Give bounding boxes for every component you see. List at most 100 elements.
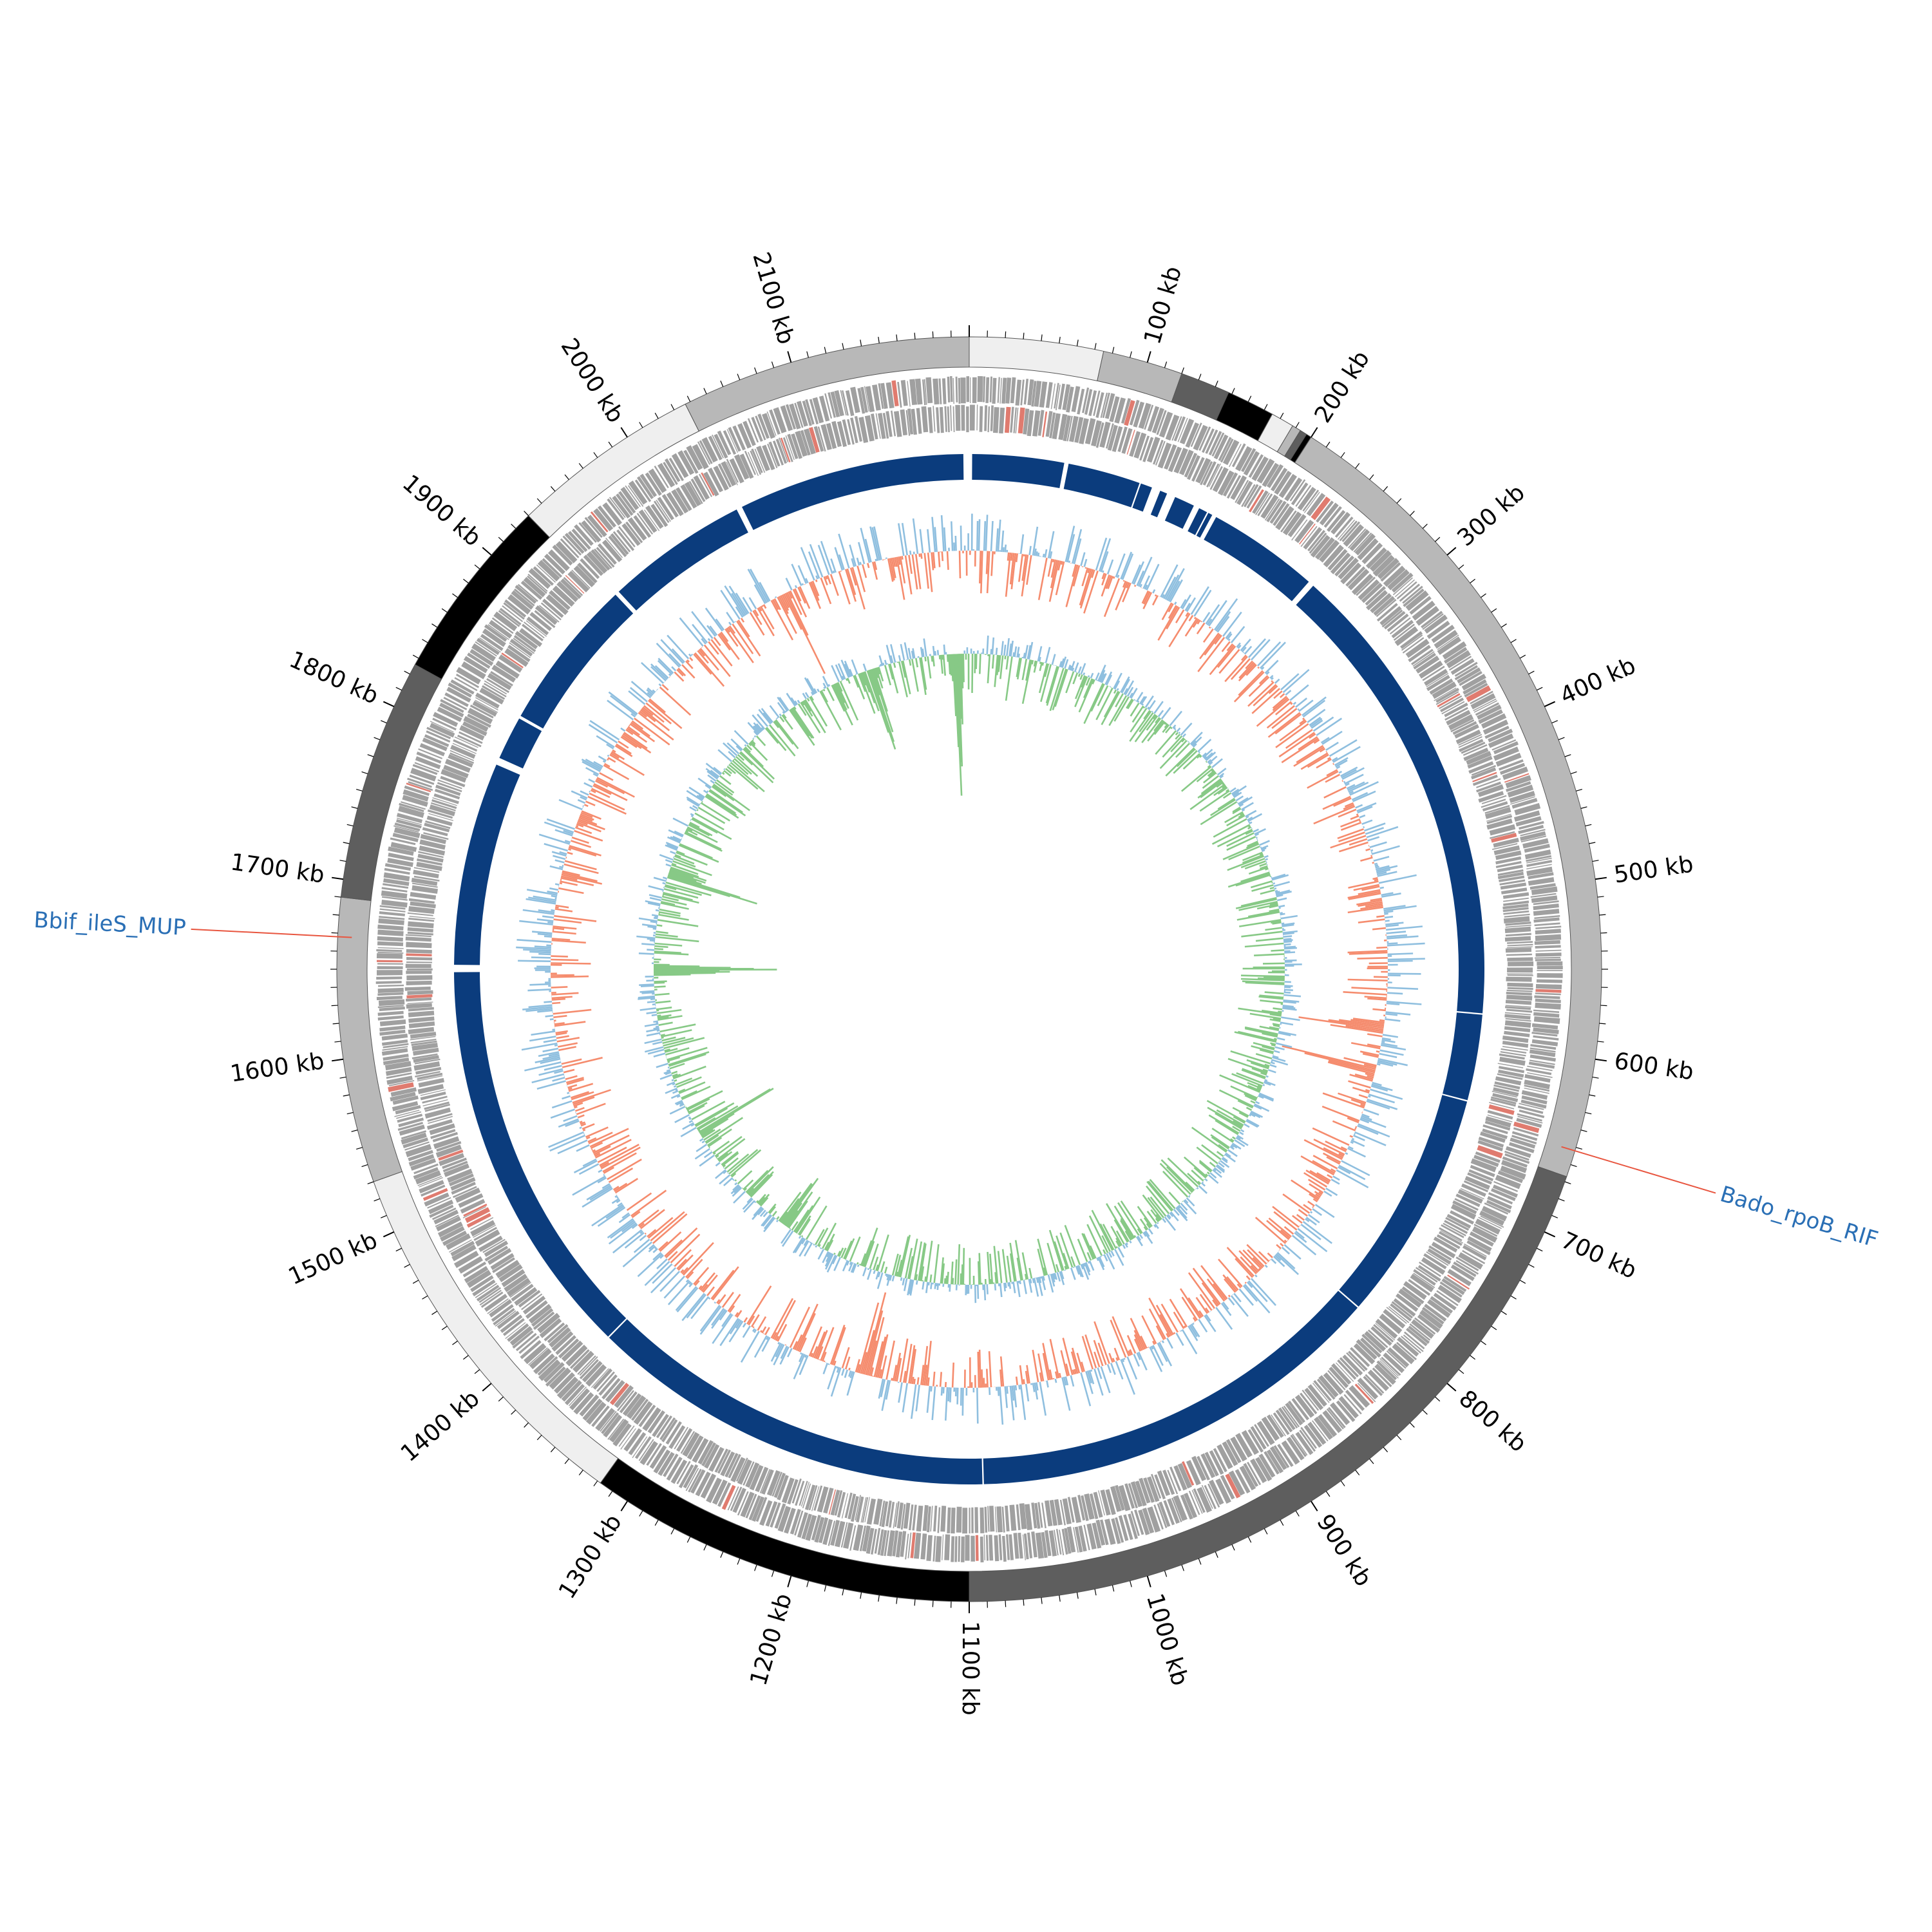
signal-bar <box>663 1037 694 1047</box>
gene-reverse <box>1497 869 1524 876</box>
signal-bar <box>759 1193 770 1206</box>
gene-reverse <box>768 441 781 467</box>
signal-bar <box>701 1283 708 1292</box>
gene-reverse <box>721 460 737 487</box>
signal-bar <box>1255 937 1283 942</box>
signal-bar <box>1354 1133 1356 1135</box>
signal-bar <box>1211 768 1215 772</box>
signal-bar <box>1168 603 1174 612</box>
gene-forward <box>1311 1420 1329 1442</box>
signal-bar <box>626 1192 652 1211</box>
signal-bar <box>690 1296 710 1320</box>
major-tick <box>1146 1575 1151 1587</box>
minor-tick <box>452 593 458 598</box>
signal-bar <box>869 669 895 743</box>
gene-forward <box>1486 1200 1511 1213</box>
signal-bar <box>880 1355 887 1379</box>
gene-reverse <box>1001 1506 1005 1533</box>
gene-forward <box>1519 820 1544 830</box>
gene-forward <box>383 878 410 886</box>
signal-bar <box>985 551 989 574</box>
signal-bar <box>1222 782 1225 786</box>
signal-bar <box>699 647 719 671</box>
gene-reverse <box>498 1264 523 1283</box>
signal-bar <box>1103 578 1121 618</box>
signal-bar <box>940 654 943 674</box>
gene-forward <box>747 418 759 443</box>
signal-bar <box>1235 1258 1253 1278</box>
signal-bar <box>607 754 610 757</box>
gene-forward <box>394 1110 420 1117</box>
signal-bar <box>551 938 571 941</box>
signal-bar <box>1068 664 1072 670</box>
gene-reverse <box>1472 772 1497 782</box>
gene-forward <box>922 379 926 406</box>
gene-reverse <box>413 1061 440 1071</box>
signal-bar <box>1084 1262 1091 1276</box>
signal-bar <box>639 1007 656 1011</box>
signal-bar <box>1161 594 1165 598</box>
gene-forward <box>997 377 1000 403</box>
signal-bar <box>1133 1338 1141 1352</box>
signal-bar <box>1221 641 1231 652</box>
minor-tick <box>1005 331 1007 338</box>
signal-bar <box>1271 1044 1276 1047</box>
signal-bar <box>946 1271 949 1284</box>
gene-reverse <box>513 638 535 654</box>
signal-bar <box>706 770 718 780</box>
gene-reverse <box>1507 982 1533 987</box>
signal-bar <box>544 1001 553 1003</box>
signal-bar <box>652 1003 656 1006</box>
signal-bar <box>838 1247 844 1257</box>
gene-reverse <box>1440 697 1464 712</box>
signal-bar <box>1246 1281 1253 1289</box>
signal-bar <box>726 766 737 774</box>
signal-bar <box>1276 897 1287 902</box>
signal-bar <box>1298 1016 1384 1030</box>
gene-forward <box>1329 1402 1350 1425</box>
signal-bar <box>1272 696 1287 709</box>
signal-bar <box>904 1278 908 1291</box>
signal-bar <box>569 844 601 857</box>
gene-forward <box>378 984 404 987</box>
signal-bar <box>1349 1135 1354 1138</box>
signal-bar <box>1180 766 1212 792</box>
signal-bar <box>710 639 733 667</box>
gene-forward <box>609 1419 629 1443</box>
gene-forward <box>543 1362 565 1383</box>
signal-bar <box>1208 755 1218 764</box>
signal-bar <box>1225 789 1229 793</box>
signal-bar <box>885 1379 891 1400</box>
signal-bar <box>1167 1213 1171 1219</box>
signal-bar <box>1155 1218 1159 1222</box>
gene-forward <box>840 390 847 416</box>
signal-bar <box>680 1126 697 1137</box>
signal-bar <box>663 887 699 899</box>
gene-forward <box>430 723 455 738</box>
signal-bar <box>665 882 712 896</box>
signal-bar <box>671 648 685 663</box>
signal-bar <box>1065 1363 1070 1376</box>
gene-forward <box>1493 1180 1519 1192</box>
gene-reverse <box>1376 603 1398 622</box>
gene-reverse <box>1488 1104 1515 1115</box>
signal-bar <box>1182 733 1186 738</box>
gene-forward <box>1535 956 1561 959</box>
gene-reverse <box>803 428 816 455</box>
signal-bar <box>653 1020 658 1023</box>
signal-bar <box>1273 1211 1298 1231</box>
signal-bar <box>1254 953 1285 956</box>
signal-bar <box>1313 805 1356 825</box>
gene-reverse <box>533 1311 555 1331</box>
signal-bar <box>1302 696 1327 716</box>
signal-bar <box>976 520 979 551</box>
gene-forward <box>463 656 488 674</box>
signal-bar <box>551 975 589 978</box>
gene-reverse <box>417 853 444 863</box>
signal-bar <box>1021 554 1029 597</box>
signal-bar <box>1259 865 1268 870</box>
signal-bar <box>1159 1314 1173 1336</box>
signal-bar <box>1010 553 1017 590</box>
signal-bar <box>1367 1033 1383 1037</box>
signal-bar <box>1278 732 1315 758</box>
